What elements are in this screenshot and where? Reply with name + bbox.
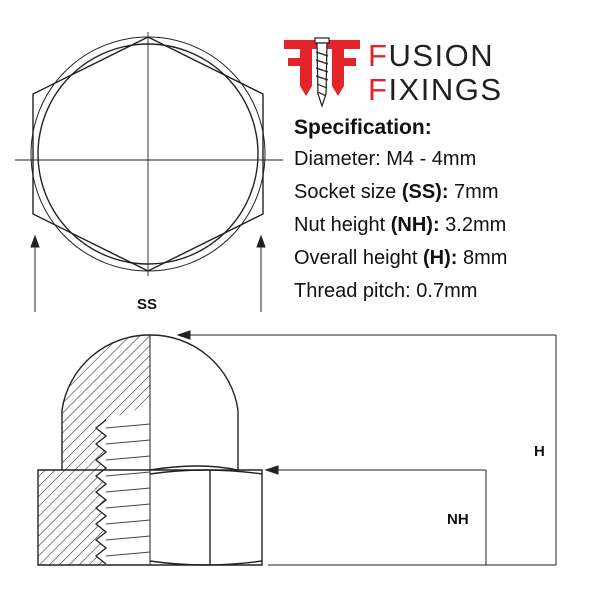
spec-nut-height-text: Nut height [294, 214, 391, 236]
dome-base-curve [149, 465, 239, 471]
brand-name-line1: FUSION [368, 38, 494, 74]
h-arrow [176, 330, 191, 340]
side-view-section [37, 334, 263, 566]
brand-line2-initial: F [368, 72, 389, 107]
spec-row-overall-height: Overall height (H): 8mm [294, 247, 594, 270]
spec-overall-height-code: (H): [422, 247, 458, 269]
double-f-screw-logo-icon [284, 37, 360, 108]
thread-lines [105, 423, 151, 557]
brand-logo: FUSION FIXINGS [282, 36, 582, 108]
spec-nut-height-code: (NH): [390, 214, 440, 236]
specification-panel: Specification: Diameter: M4 - 4mm Socket… [294, 116, 594, 313]
spec-row-nut-height: Nut height (NH): 3.2mm [294, 214, 594, 237]
ss-label: SS [137, 296, 158, 313]
ss-arrow-left [30, 234, 40, 248]
spec-row-thread-pitch: Thread pitch: 0.7mm [294, 280, 594, 303]
top-view-hexagon [15, 32, 283, 276]
thread-profile [94, 419, 108, 565]
spec-row-socket-size: Socket size (SS): 7mm [294, 181, 594, 204]
spec-diameter-text: Diameter: M4 - 4mm [294, 148, 477, 170]
spec-title: Specification: [294, 116, 432, 139]
nh-dimension [264, 465, 487, 565]
ss-dimension [30, 234, 266, 312]
spec-overall-height-value: 8mm [457, 247, 508, 269]
brand-line1-rest: USION [388, 38, 495, 73]
spec-socket-size-text: Socket size [294, 181, 402, 203]
spec-socket-size-value: 7mm [448, 181, 499, 203]
spec-thread-pitch-text: Thread pitch: 0.7mm [294, 280, 478, 302]
hex-chamfer-top [149, 469, 263, 475]
thread-bore-clear [106, 405, 150, 565]
spec-nut-height-value: 3.2mm [439, 214, 507, 236]
spec-socket-size-code: (SS): [401, 181, 449, 203]
ss-arrow-right [256, 234, 266, 248]
brand-line2-rest: IXINGS [388, 72, 503, 107]
nh-arrow [264, 465, 279, 475]
h-label: H [534, 443, 545, 460]
hex-chamfer-bottom [149, 560, 263, 566]
brand-name-line2: FIXINGS [368, 72, 503, 108]
spec-overall-height-text: Overall height [294, 247, 423, 269]
brand-line1-initial: F [368, 38, 389, 73]
nh-label: NH [447, 511, 469, 528]
spec-row-diameter: Diameter: M4 - 4mm [294, 148, 594, 171]
h-dimension [176, 330, 557, 566]
